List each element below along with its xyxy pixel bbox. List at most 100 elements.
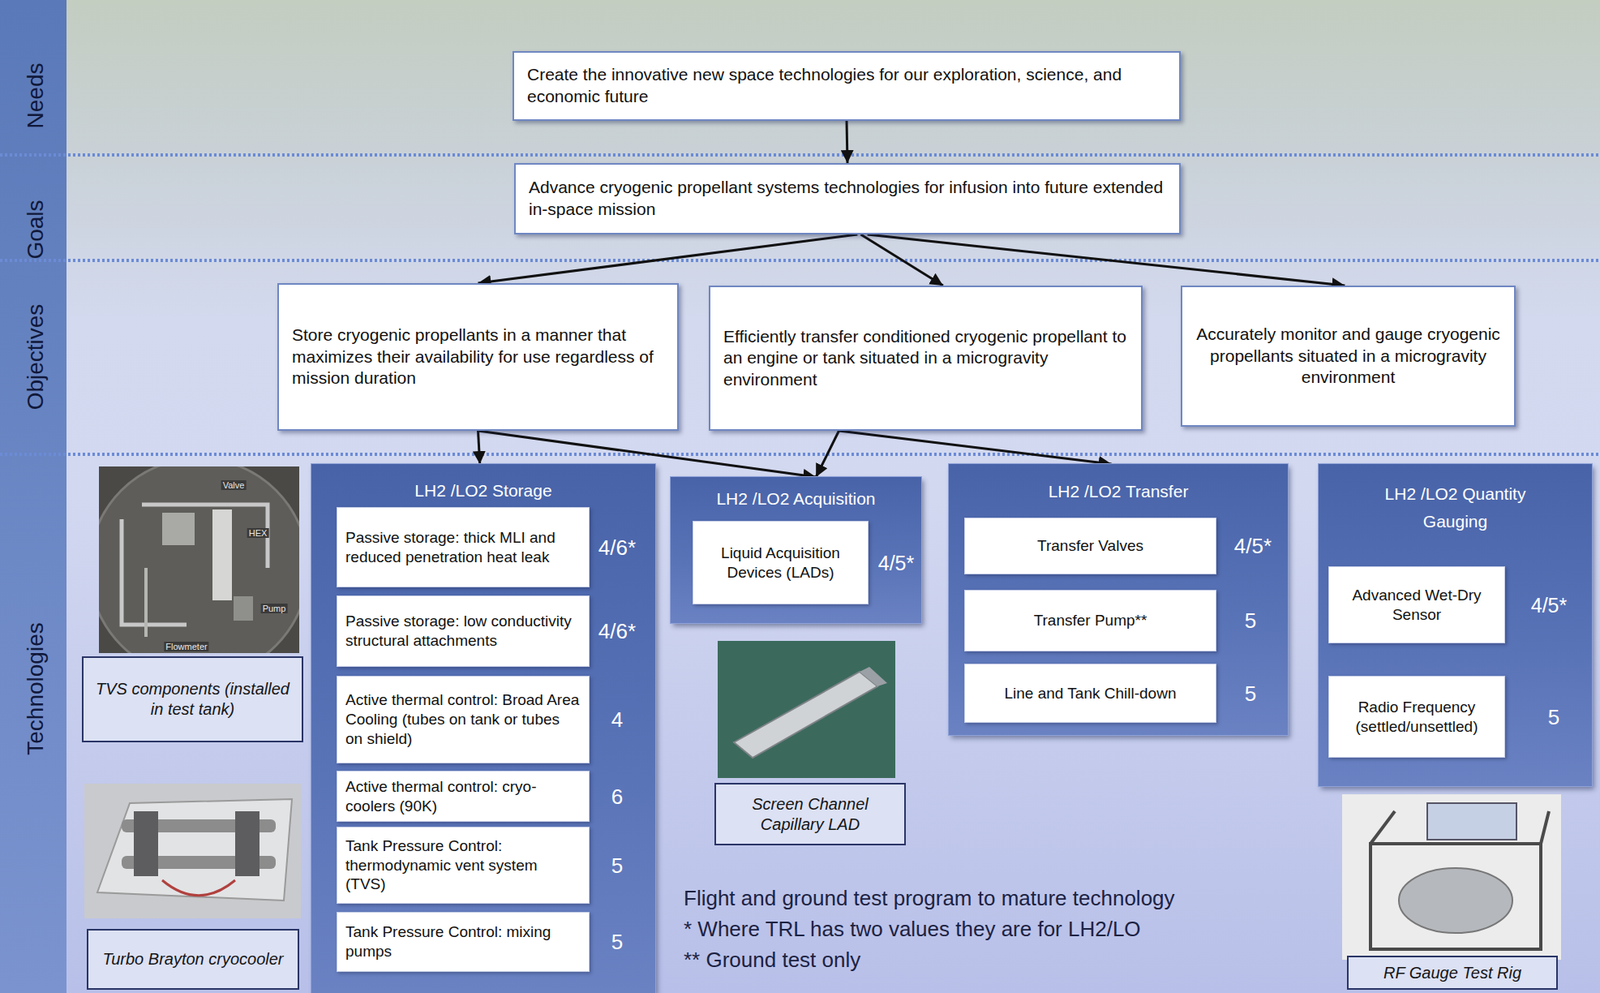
panel-title: LH2 /LO2 Storage bbox=[329, 480, 638, 502]
rf-rig-photo bbox=[1342, 793, 1562, 960]
band-region: Create the innovative new space technolo… bbox=[0, 0, 1600, 155]
process-box: Advance cryogenic propellant systems tec… bbox=[514, 163, 1181, 235]
frame bbox=[1540, 810, 1549, 844]
band-region: Store cryogenic propellants in a manner … bbox=[0, 260, 1600, 455]
tvs-photo bbox=[98, 466, 300, 653]
caption-text: Screen Channel Capillary LAD bbox=[720, 793, 900, 835]
caption-text: TVS components (installed in test tank) bbox=[88, 678, 297, 720]
arrow-connector bbox=[846, 120, 848, 164]
channel-outlet bbox=[859, 666, 888, 687]
band-label: Goals bbox=[22, 199, 49, 259]
band-divider bbox=[0, 452, 1600, 456]
band-divider bbox=[0, 153, 1600, 157]
photo-label: HEX bbox=[247, 527, 270, 538]
technology-box: Advanced Wet-Dry Sensor bbox=[1328, 566, 1506, 644]
compressor bbox=[133, 810, 159, 876]
photo-caption: Screen Channel Capillary LAD bbox=[714, 782, 906, 846]
band-divider bbox=[0, 258, 1600, 262]
valve-block bbox=[162, 512, 195, 545]
capillary-channel bbox=[733, 671, 878, 758]
box-text: Tank Pressure Control: mixing pumps bbox=[345, 922, 581, 961]
caption-text: Turbo Brayton cryocooler bbox=[102, 948, 284, 970]
box-text: Active thermal control: cryo-coolers (90… bbox=[345, 776, 581, 816]
band-label: Objectives bbox=[22, 304, 49, 411]
process-box: Create the innovative new space technolo… bbox=[512, 51, 1181, 121]
band-label: Needs bbox=[22, 63, 49, 129]
process-box: Efficiently transfer conditioned cryogen… bbox=[708, 285, 1143, 431]
arrow-connector bbox=[478, 234, 858, 284]
frame bbox=[1370, 810, 1395, 844]
technology-panel: Transfer ValvesTransfer Pump** Line and T… bbox=[948, 463, 1288, 735]
technology-box: Radio Frequency (settled/unsettled) bbox=[1328, 675, 1506, 758]
pump bbox=[233, 596, 254, 621]
technology-box: Active thermal control: cryo-coolers (90… bbox=[336, 770, 590, 822]
process-box: Accurately monitor and gauge cryogenic p… bbox=[1180, 285, 1516, 427]
technology-box: Passive storage: thick MLI and reduced p… bbox=[336, 506, 590, 588]
band-label: Technologies bbox=[22, 621, 49, 755]
photo-label: Flowmeter bbox=[163, 641, 209, 652]
technology-box: Liquid Acquisition Devices (LADs) bbox=[692, 520, 869, 605]
panel-title: LH2 /LO2 Transfer bbox=[964, 480, 1273, 502]
panel-title: LH2 /LO2 Acquisition bbox=[678, 488, 914, 510]
base-plate bbox=[97, 798, 292, 901]
arrow-connector bbox=[867, 234, 1346, 286]
technology-panel: Advanced Wet-Dry SensorRadio Frequency (… bbox=[1318, 463, 1592, 786]
cryocooler-photo bbox=[84, 783, 301, 918]
photo-background bbox=[717, 640, 896, 778]
footnote: * Where TRL has two values they are for … bbox=[683, 916, 1142, 942]
frame bbox=[1370, 843, 1541, 949]
caption-text: RF Gauge Test Rig bbox=[1383, 962, 1522, 983]
box-text: Passive storage: thick MLI and reduced p… bbox=[345, 527, 581, 567]
test-tank bbox=[1398, 867, 1513, 933]
pipe bbox=[141, 504, 268, 568]
tank-lid bbox=[98, 466, 300, 653]
technology-box: Transfer Pump** bbox=[964, 589, 1217, 652]
box-text: Transfer Pump** bbox=[1033, 610, 1148, 631]
box-text: Line and Tank Chill-down bbox=[1004, 683, 1177, 704]
instrument-box bbox=[1427, 802, 1517, 840]
box-text: Radio Frequency (settled/unsettled) bbox=[1337, 697, 1497, 737]
wire bbox=[162, 879, 236, 896]
photo-caption: RF Gauge Test Rig bbox=[1346, 955, 1558, 990]
heat-exchanger bbox=[212, 509, 232, 601]
photo-background bbox=[84, 783, 301, 918]
technology-box: Active thermal control: Broad Area Cooli… bbox=[336, 675, 590, 764]
technology-box: Transfer Valves bbox=[964, 517, 1217, 575]
photo-caption: TVS components (installed in test tank) bbox=[81, 656, 304, 743]
band-region: Advance cryogenic propellant systems tec… bbox=[0, 154, 1600, 261]
photo-background bbox=[1342, 793, 1562, 960]
box-text: Store cryogenic propellants in a manner … bbox=[291, 324, 665, 390]
band-region: TVS components (installed in test tank) T… bbox=[0, 454, 1600, 993]
box-text: Liquid Acquisition Devices (LADs) bbox=[701, 543, 860, 583]
box-text: Create the innovative new space technolo… bbox=[527, 64, 1167, 108]
photo-caption: Turbo Brayton cryocooler bbox=[86, 928, 300, 990]
box-text: Efficiently transfer conditioned cryogen… bbox=[723, 326, 1129, 391]
turbine bbox=[235, 810, 260, 876]
pipe bbox=[144, 567, 148, 637]
technology-box: Passive storage: low conductivity struct… bbox=[336, 595, 590, 667]
footnote: Flight and ground test program to mature… bbox=[683, 885, 1176, 911]
arrow-connector bbox=[815, 430, 839, 477]
process-box: Store cryogenic propellants in a manner … bbox=[277, 283, 679, 431]
box-text: Active thermal control: Broad Area Cooli… bbox=[345, 690, 581, 748]
box-text: Accurately monitor and gauge cryogenic p… bbox=[1195, 323, 1502, 389]
box-text: Transfer Valves bbox=[1037, 536, 1144, 556]
technology-box: Line and Tank Chill-down bbox=[964, 663, 1217, 723]
photo-label: Pump bbox=[261, 603, 288, 614]
footnote: ** Ground test only bbox=[683, 947, 861, 973]
side-strip bbox=[0, 0, 67, 993]
technology-box: Tank Pressure Control: thermodynamic ven… bbox=[336, 826, 590, 904]
box-text: Advance cryogenic propellant systems tec… bbox=[528, 176, 1167, 220]
box-text: Tank Pressure Control: thermodynamic ven… bbox=[345, 836, 581, 894]
arrow-connector bbox=[839, 430, 1112, 464]
photo-label: Valve bbox=[221, 480, 247, 490]
arrow-connector bbox=[478, 430, 481, 464]
panel-title: LH2 /LO2 Quantity Gauging bbox=[1370, 480, 1541, 536]
box-text: Passive storage: low conductivity struct… bbox=[345, 611, 581, 651]
lad-photo bbox=[717, 640, 896, 778]
technology-panel: Liquid Acquisition Devices (LADs) LH2 /LO… bbox=[670, 476, 922, 623]
technology-box: Tank Pressure Control: mixing pumps bbox=[336, 911, 590, 972]
technology-panel: Passive storage: thick MLI and reduced p… bbox=[311, 463, 656, 993]
box-text: Advanced Wet-Dry Sensor bbox=[1337, 585, 1497, 625]
